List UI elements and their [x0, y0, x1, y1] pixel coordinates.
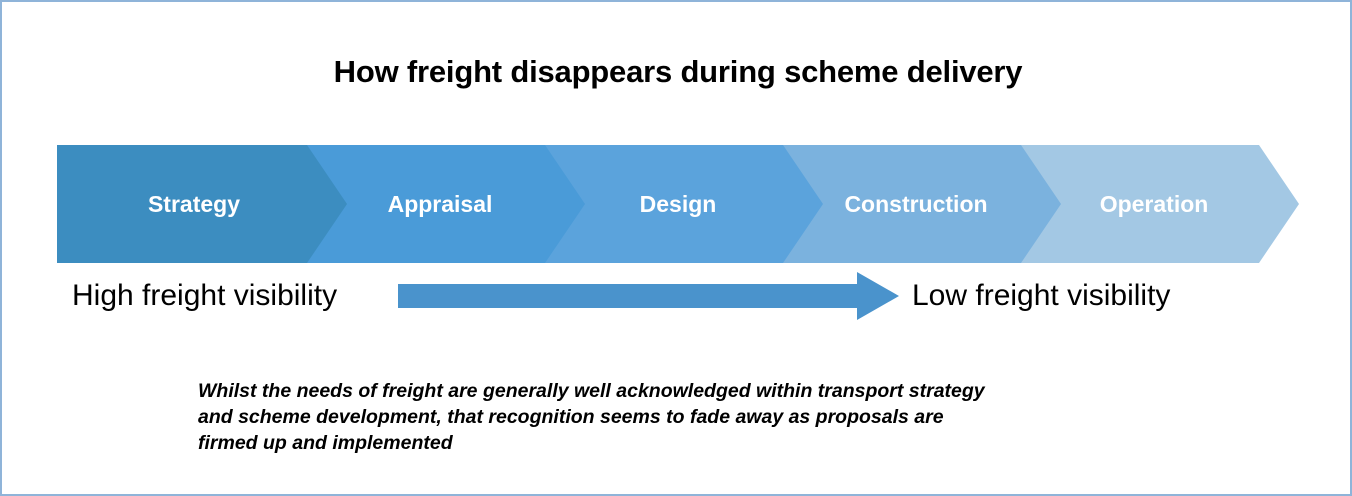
- caption-line-2: and scheme development, that recognition…: [198, 406, 944, 428]
- process-chevron-band: Strategy Appraisal Design Construction O…: [57, 145, 1299, 263]
- chevron-stage-strategy[interactable]: [57, 145, 347, 263]
- arrow-right-icon: [398, 272, 899, 320]
- high-visibility-label: High freight visibility: [72, 279, 338, 312]
- chevron-stage-design[interactable]: [533, 145, 823, 263]
- caption-line-3: firmed up and implemented: [198, 432, 453, 454]
- chevron-label-strategy: Strategy: [148, 191, 240, 217]
- caption-line-1: Whilst the needs of freight are generall…: [198, 380, 985, 402]
- chevron-label-appraisal: Appraisal: [388, 191, 493, 217]
- visibility-arrow-icon: [398, 270, 902, 322]
- chevron-label-operation: Operation: [1100, 191, 1209, 217]
- caption-block: Whilst the needs of freight are generall…: [198, 378, 1198, 456]
- page-title: How freight disappears during scheme del…: [333, 54, 1023, 89]
- chevron-label-design: Design: [640, 191, 717, 217]
- visibility-row: High freight visibility Low freight visi…: [2, 270, 1352, 322]
- low-visibility-label: Low freight visibility: [912, 279, 1171, 312]
- chevron-label-construction: Construction: [844, 191, 987, 217]
- chevron-stage-operation[interactable]: [1009, 145, 1299, 263]
- chevron-stage-construction[interactable]: [771, 145, 1061, 263]
- chevron-stage-appraisal[interactable]: [295, 145, 585, 263]
